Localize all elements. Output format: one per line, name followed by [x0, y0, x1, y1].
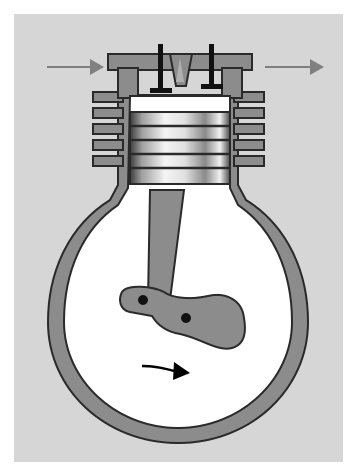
exhaust-arrow [265, 59, 324, 75]
valve-left [150, 44, 172, 93]
crank-pin [138, 295, 148, 305]
valve-right [201, 44, 223, 89]
crankshaft-center [181, 313, 191, 323]
intake-arrow [47, 59, 104, 75]
crank-arm [119, 285, 246, 350]
piston-rings [130, 124, 230, 170]
piston [129, 111, 231, 185]
rotation-arrow [141, 362, 190, 380]
cooling-fins-left [92, 91, 124, 167]
cooling-fins-right [233, 91, 265, 167]
